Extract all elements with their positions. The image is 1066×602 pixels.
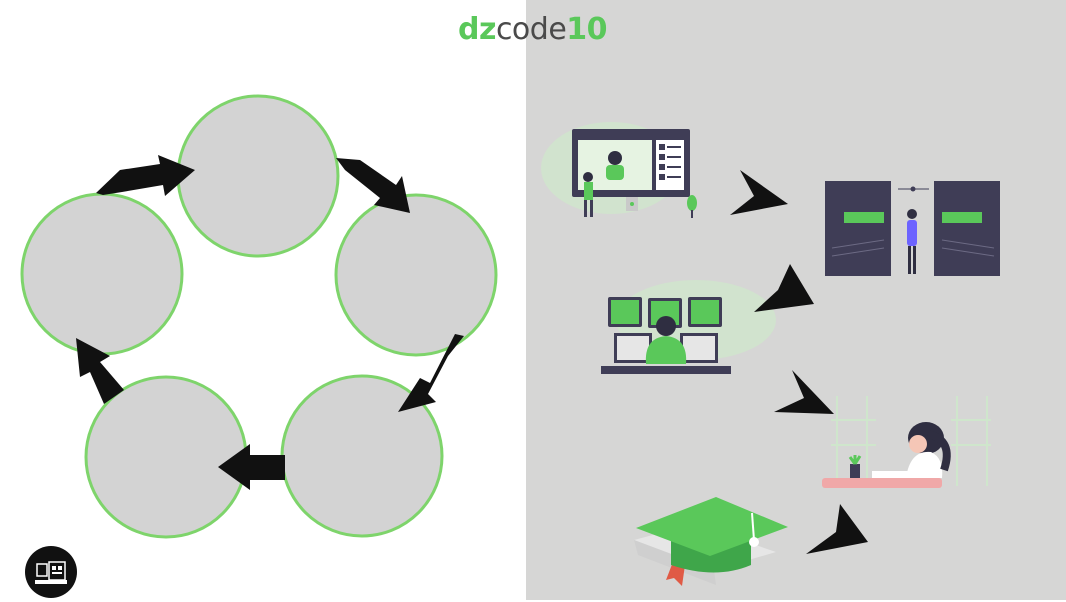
cycle-arrow-4-to-5	[76, 338, 124, 404]
flow-arrow-2	[754, 264, 814, 312]
flow-arrow-1	[730, 170, 788, 215]
student-study-illustration	[822, 396, 991, 488]
brand-logo: dzcode10	[458, 12, 608, 48]
video-lesson-illustration	[541, 122, 697, 218]
logo-10: 10	[566, 12, 608, 47]
cycle-diagram	[20, 94, 498, 539]
illustrations	[541, 122, 1000, 586]
logo-dz: dz	[458, 12, 496, 47]
cycle-node-1	[176, 94, 340, 258]
developer-desk-illustration	[601, 280, 776, 374]
flow-arrow-3	[774, 370, 834, 414]
cycle-arrow-2-to-3	[398, 334, 464, 412]
server-room-illustration	[825, 181, 1000, 276]
flow-arrow-4	[806, 504, 868, 554]
cycle-node-2	[334, 193, 498, 357]
cycle-arrow-5-to-1	[96, 155, 195, 196]
cycle-arrow-1-to-2	[336, 158, 410, 213]
cycle-node-4	[84, 375, 248, 539]
badge-logo-icon	[25, 546, 77, 598]
cycle-node-5	[20, 192, 184, 356]
cycle-arrow-3-to-4	[218, 444, 285, 490]
logo-code: code	[495, 12, 567, 47]
graduation-cap-illustration	[634, 497, 788, 586]
